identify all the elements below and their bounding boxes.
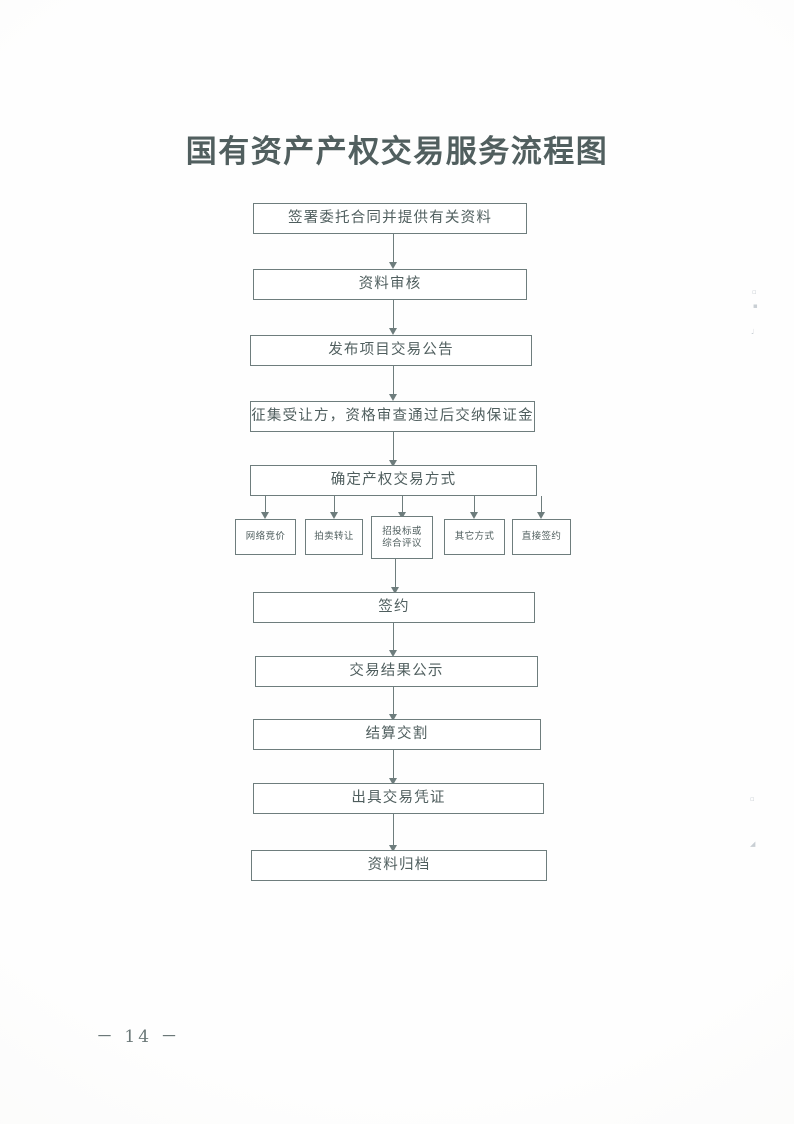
flow-node-label-line1: 拍卖转让 [314,531,354,543]
scan-speck: ♩ [751,328,755,336]
arrowhead-branch-1 [260,512,269,519]
connector-step3-step4 [393,366,395,395]
connector-branch3-step6 [395,559,397,588]
flow-node-label-line2: 综合评议 [382,537,422,549]
connector-step9-step10 [393,814,395,846]
arrowhead-branch-3 [397,512,406,519]
connector-step5-branch-1 [265,496,267,513]
arrowhead-step7 [388,650,397,657]
arrowhead-step8 [388,714,397,721]
arrowhead-step6 [390,587,399,594]
flow-node-label: 资料归档 [367,857,431,874]
connector-step6-step7 [393,623,395,651]
flow-node-step-6[interactable]: 签约 [253,592,535,623]
flow-node-label: 结算交割 [365,726,429,743]
flow-node-step-9[interactable]: 出具交易凭证 [253,783,544,814]
flow-node-label-line1: 直接签约 [521,531,562,543]
flow-node-label: 确定产权交易方式 [330,472,457,489]
flow-node-step-3[interactable]: 发布项目交易公告 [250,335,532,366]
flow-node-label: 资料审核 [358,276,422,293]
arrowhead-step2 [388,262,397,269]
flow-node-step-4[interactable]: 征集受让方，资格审查通过后交纳保证金 [250,401,535,432]
connector-step5-branch-4 [474,496,476,513]
connector-step8-step9 [393,750,395,779]
flow-node-branch-2[interactable]: 拍卖转让 [305,519,363,555]
flow-node-branch-4[interactable]: 其它方式 [444,519,505,555]
connector-step2-step3 [393,300,395,329]
flow-node-label: 出具交易凭证 [351,790,446,807]
arrowhead-branch-4 [469,512,478,519]
flow-node-label: 交易结果公示 [349,663,444,680]
page-title: 国有资产产权交易服务流程图 [185,134,609,170]
flow-node-step-1[interactable]: 签署委托合同并提供有关资料 [253,203,527,234]
page-number: － 14 － [96,1027,181,1047]
connector-step4-step5 [393,432,395,461]
scan-speck: ◢ [750,840,756,848]
arrowhead-step3 [388,328,397,335]
flow-node-step-5[interactable]: 确定产权交易方式 [250,465,537,496]
flow-node-label: 征集受让方，资格审查通过后交纳保证金 [251,408,534,425]
flow-node-label: 发布项目交易公告 [328,342,454,359]
arrowhead-step4 [388,394,397,401]
flow-node-step-8[interactable]: 结算交割 [253,719,541,750]
flow-node-branch-1[interactable]: 网络竞价 [235,519,296,555]
connector-step5-branch-5 [541,496,543,513]
scan-speck: ▫ [750,795,755,803]
connector-step5-branch-2 [334,496,336,513]
flow-node-label-line1: 网络竞价 [245,531,286,543]
flow-node-step-10[interactable]: 资料归档 [251,850,547,881]
arrowhead-branch-2 [329,512,338,519]
flow-node-label-line1: 招投标或 [382,525,422,537]
arrowhead-step9 [388,778,397,785]
arrowhead-step10 [388,845,397,852]
flow-node-branch-3[interactable]: 招投标或 综合评议 [371,516,433,559]
flow-node-step-7[interactable]: 交易结果公示 [255,656,538,687]
flow-node-label-line1: 其它方式 [454,531,495,543]
connector-step5-branch-3 [402,496,404,513]
flow-node-label: 签署委托合同并提供有关资料 [287,210,493,227]
arrowhead-branch-5 [536,512,545,519]
connector-step7-step8 [393,687,395,715]
scan-speck: ▪ [753,302,758,310]
flow-node-label: 签约 [378,599,410,616]
scan-speck: ▫ [752,288,757,296]
arrowhead-step5 [388,460,397,467]
connector-step1-step2 [393,234,395,263]
flow-node-branch-5[interactable]: 直接签约 [512,519,571,555]
flow-node-step-2[interactable]: 资料审核 [253,269,527,300]
